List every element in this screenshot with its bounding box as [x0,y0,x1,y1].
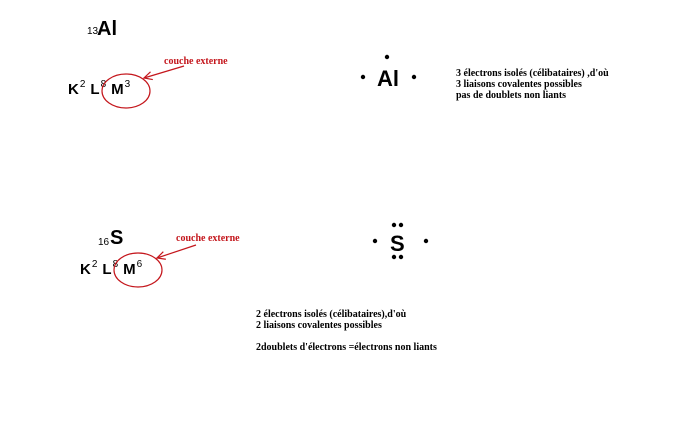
s-electron-pair-top-1 [391,222,397,228]
al-description: 3 électrons isolés (célibataires) ,d'où … [456,68,609,101]
s-description-line-4: 2doublets d'électrons =électrons non lia… [256,342,437,353]
s-description-line-2: 2 liaisons covalentes possibles [256,320,382,331]
s-electron-pair-top-2 [398,222,404,228]
s-electron-dot-left [372,238,378,244]
s-description-line-1: 2 électrons isolés (célibataires),d'où [256,309,407,320]
al-outer-shell-arrow [144,65,185,78]
al-description-line-1: 3 électrons isolés (célibataires) ,d'où [456,68,609,79]
al-outer-shell-ellipse [101,73,151,109]
al-electron-dot-top [384,54,390,60]
s-symbol: S [110,227,124,249]
al-description-line-2: 3 liaisons covalentes possibles [456,79,582,90]
s-lewis-symbol: S [390,231,405,256]
s-outer-shell-arrow [157,244,197,258]
s-electron-pair-bottom-2 [398,254,404,260]
s-atomic-number: 16 [98,237,110,248]
s-outer-shell-label: couche externe [176,233,240,244]
al-electron-dot-left [360,74,366,80]
s-shell-m: M6 [123,259,143,278]
al-lewis-symbol: Al [377,66,399,91]
al-shell-k: K2 [68,79,86,98]
s-electron-pair-bottom-1 [391,254,397,260]
al-atomic-number: 13 [87,26,99,37]
al-electron-dot-right [411,74,417,80]
s-electron-dot-right [423,238,429,244]
al-description-line-3: pas de doublets non liants [456,90,567,101]
s-outer-shell-ellipse [113,252,163,288]
al-outer-shell-label: couche externe [164,56,228,67]
s-shell-k: K2 [80,259,98,278]
s-description: 2 électrons isolés (célibataires),d'où 2… [256,309,437,353]
al-shell-m: M3 [111,79,131,98]
al-symbol: Al [97,18,117,40]
